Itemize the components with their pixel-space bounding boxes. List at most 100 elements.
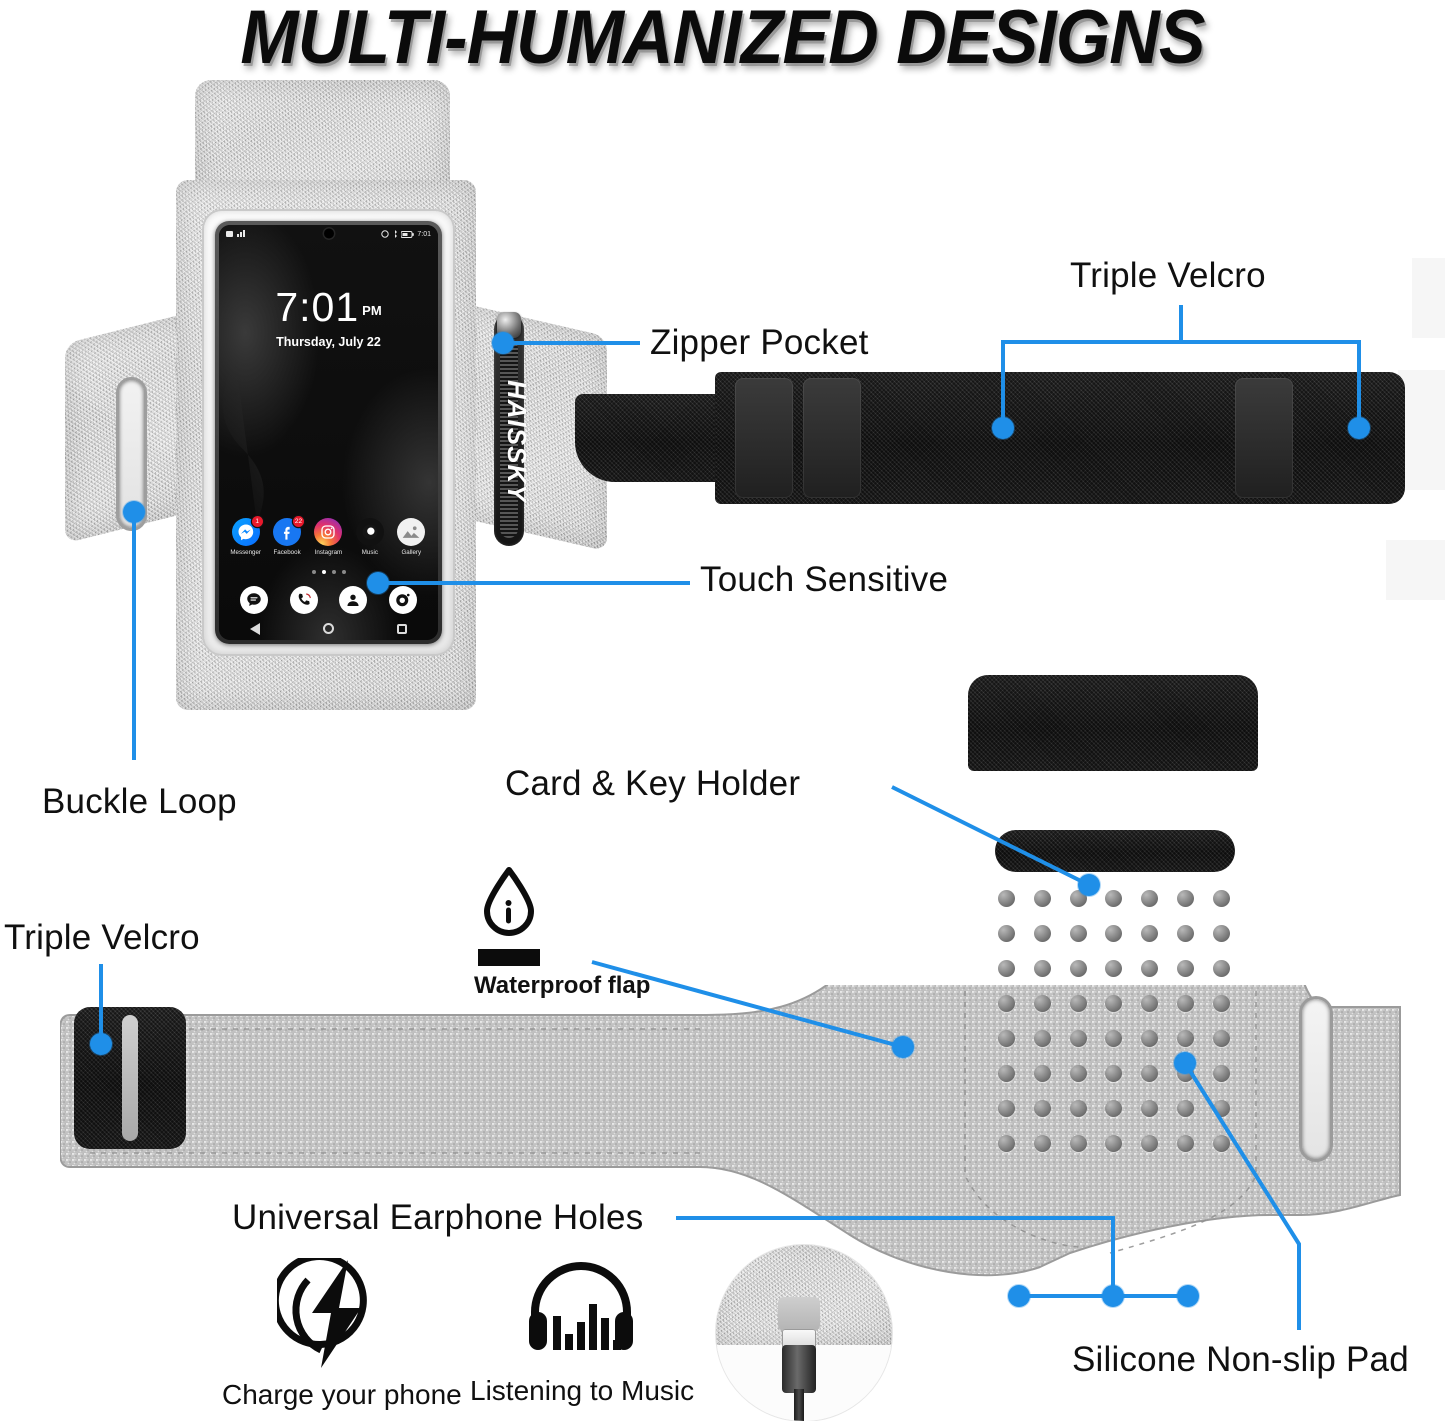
silicone-dot-row <box>998 925 1230 942</box>
silicone-dot-row <box>998 890 1230 907</box>
back-velcro-cap <box>968 675 1258 771</box>
phone-icon[interactable] <box>289 586 318 614</box>
silicone-non-slip-pad <box>998 890 1230 1160</box>
silicone-dot-row <box>998 1030 1230 1047</box>
clock-date: Thursday, July 22 <box>276 335 381 349</box>
card-key-holder-band <box>995 830 1235 872</box>
camera-icon[interactable] <box>389 586 418 614</box>
facebook-badge: 22 <box>292 516 305 527</box>
waterproof-flap-group: Waterproof flap <box>474 866 651 1000</box>
app-facebook[interactable]: 22 Facebook <box>269 516 305 556</box>
waterproof-base-bar <box>478 949 540 966</box>
background-artifact-3 <box>1386 540 1445 600</box>
callout-dot-zipper-pocket <box>492 332 514 354</box>
android-nav-bar <box>219 617 438 640</box>
velcro-strap-top <box>575 372 1405 504</box>
app-music[interactable]: Music <box>352 518 388 556</box>
waterproof-flap-label: Waterproof flap <box>474 972 651 999</box>
callout-dot-silicone-pad <box>1174 1052 1196 1074</box>
connector-housing <box>782 1345 816 1393</box>
callout-label-touch-sensitive: Touch Sensitive <box>700 560 949 599</box>
silicone-dot-row <box>998 1135 1230 1152</box>
music-icon <box>355 518 384 546</box>
app-label: Messenger <box>230 549 261 556</box>
silicone-dot-row <box>998 1100 1230 1117</box>
page-title: MULTI-HUMANIZED DESIGNS <box>240 0 1205 80</box>
callout-dot-buckle-loop <box>123 501 145 523</box>
callout-label-silicone-pad: Silicone Non-slip Pad <box>1072 1340 1409 1379</box>
callout-dot-earphone-1 <box>1008 1285 1030 1307</box>
home-page-indicator <box>219 570 438 574</box>
app-label: Instagram <box>314 549 343 556</box>
callout-dot-earphone-3 <box>1177 1285 1199 1307</box>
callout-label-buckle-loop: Buckle Loop <box>42 782 237 821</box>
brand-logo-text: HAISSKY <box>502 380 532 503</box>
clock-meridiem: PM <box>362 303 382 318</box>
callout-label-triple-velcro-bottom: Triple Velcro <box>4 918 200 957</box>
callout-dot-waterproof-flap <box>892 1036 914 1058</box>
page-dot <box>311 570 316 574</box>
status-right-icons: 7:01 <box>381 230 431 238</box>
status-bar-clock: 7:01 <box>417 230 431 238</box>
front-camera-icon <box>322 227 335 240</box>
app-messenger[interactable]: 1 Messenger <box>228 516 264 556</box>
contacts-icon[interactable] <box>339 586 368 614</box>
callout-dot-velcro-top-left <box>992 417 1014 439</box>
page-dot-active <box>321 570 326 574</box>
callout-dot-velcro-bottom <box>90 1033 112 1055</box>
callout-label-card-key-holder: Card & Key Holder <box>505 764 801 803</box>
velcro-patch-3 <box>1235 378 1293 498</box>
messenger-badge: 1 <box>251 516 263 527</box>
callout-label-earphone-holes: Universal Earphone Holes <box>232 1198 644 1237</box>
app-instagram[interactable]: Instagram <box>310 518 346 556</box>
status-left-icons <box>226 230 246 238</box>
wallpaper <box>219 225 438 640</box>
callout-label-zipper-pocket: Zipper Pocket <box>650 323 869 362</box>
earphone-hole-closeup <box>716 1245 892 1421</box>
velcro-patch-2 <box>803 378 861 498</box>
app-label: Facebook <box>273 549 301 556</box>
app-gallery[interactable]: Gallery <box>393 518 429 556</box>
armband-back-view <box>60 675 1405 1305</box>
lightning-bolt-icon <box>271 1253 367 1368</box>
recents-nav-icon[interactable] <box>397 624 407 634</box>
home-nav-icon[interactable] <box>323 623 334 634</box>
lightning-connector-icon <box>782 1329 816 1349</box>
callout-label-triple-velcro-top: Triple Velcro <box>1070 256 1266 295</box>
page-dot <box>331 570 336 574</box>
app-label: Gallery <box>401 549 422 556</box>
callout-dot-card-key-holder <box>1078 874 1100 896</box>
messenger-icon <box>231 518 260 546</box>
velcro-gap <box>122 1015 138 1141</box>
water-drop-icon <box>484 867 534 936</box>
silicone-dot-row <box>998 1065 1230 1082</box>
back-nav-icon[interactable] <box>250 622 261 635</box>
zipper-teeth <box>500 340 518 538</box>
background-artifact-1 <box>1412 258 1445 338</box>
velcro-patch-1 <box>735 378 793 498</box>
feature-label-music: Listening to Music <box>470 1375 695 1406</box>
messages-icon[interactable] <box>239 586 268 614</box>
instagram-icon <box>314 518 343 546</box>
gallery-icon <box>397 518 426 546</box>
silicone-dot-row <box>998 960 1230 977</box>
callout-dot-velcro-top-right <box>1348 417 1370 439</box>
callout-dot-touch-sensitive <box>367 572 389 594</box>
feature-charge-phone: Charge your phone <box>222 1253 462 1411</box>
buckle-loop-slot-back <box>1302 999 1330 1159</box>
app-row: 1 Messenger 22 Facebook <box>219 516 438 556</box>
silicone-dot-row <box>998 995 1230 1012</box>
charging-cable <box>794 1389 804 1421</box>
feature-listening-music: Listening to Music <box>470 1258 695 1407</box>
background-artifact-2 <box>1398 370 1445 490</box>
callout-dot-earphone-2 <box>1102 1285 1124 1307</box>
dock-row <box>219 586 438 614</box>
headphone-equalizer-icon <box>529 1262 633 1350</box>
feature-label-charge: Charge your phone <box>222 1379 462 1410</box>
